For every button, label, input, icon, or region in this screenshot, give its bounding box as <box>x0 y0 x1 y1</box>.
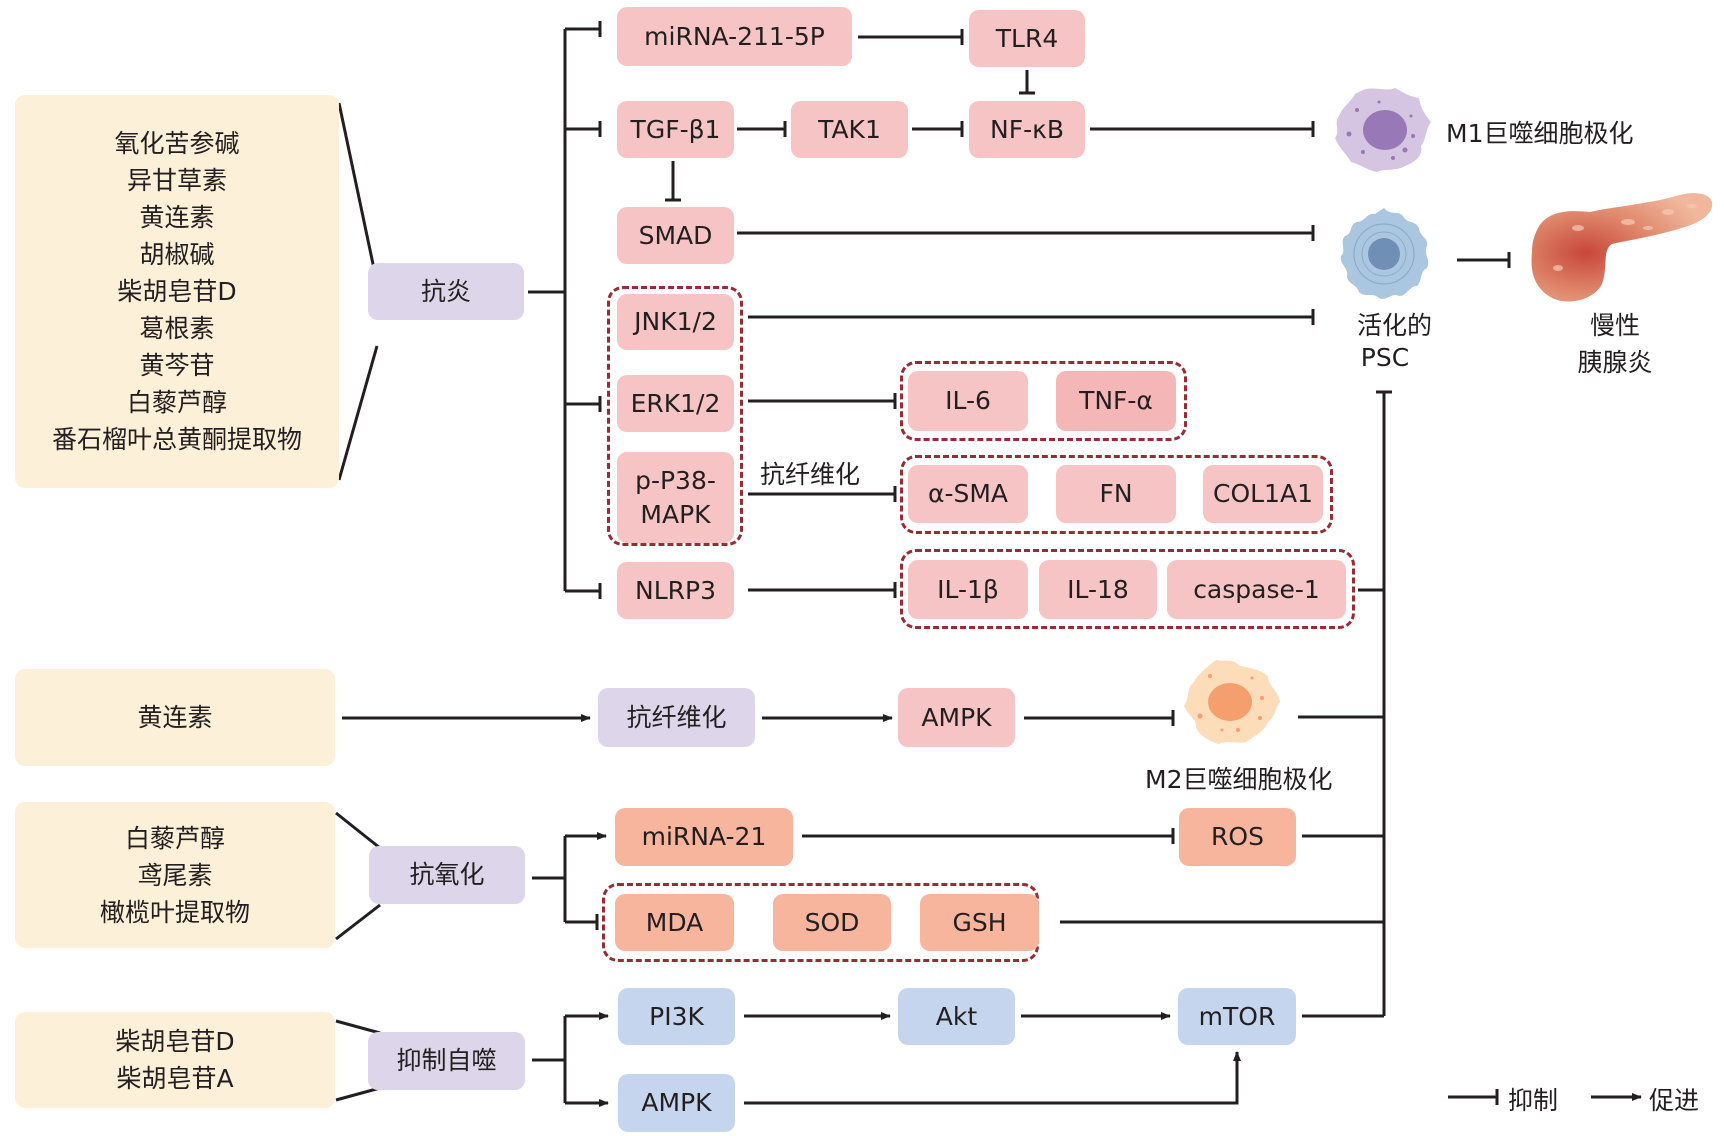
compound: 异甘草素 <box>126 166 227 195</box>
compound: 白藜芦醇 <box>124 823 225 853</box>
connector-source3-bottom <box>335 903 381 941</box>
node-p-p38-mapk: p-P38- MAPK <box>617 452 734 543</box>
compound: 白藜芦醇 <box>126 388 227 417</box>
source-box-anti-fibrosis: 黄连素 <box>15 669 335 766</box>
node-erk: ERK1/2 <box>617 375 734 432</box>
effect-anti-fibrosis: 抗纤维化 <box>598 688 755 747</box>
node-il-1b: IL-1β <box>908 560 1028 619</box>
compound: 氧化苦参碱 <box>114 129 240 158</box>
node-mda: MDA <box>615 894 734 951</box>
label-chronic: 慢性 <box>1589 311 1640 340</box>
node-tgf-b1: TGF-β1 <box>617 101 734 158</box>
label-pancreatitis: 胰腺炎 <box>1577 348 1653 377</box>
node-gsh: GSH <box>920 894 1039 951</box>
node-col1a1: COL1A1 <box>1203 465 1323 523</box>
node-ampk-autophagy: AMPK <box>618 1074 735 1132</box>
legend-inhibit-label: 抑制 <box>1508 1086 1559 1115</box>
compound: 鸢尾素 <box>137 860 213 890</box>
node-pi3k: PI3K <box>618 988 735 1045</box>
node-tak1: TAK1 <box>791 101 908 158</box>
connector-source3-top <box>335 811 381 850</box>
group-inflammasome <box>900 549 1355 629</box>
group-cytokines <box>900 361 1187 441</box>
compound: 柴胡皂苷A <box>116 1064 234 1093</box>
node-mirna-21: miRNA-21 <box>615 808 793 866</box>
node-caspase-1: caspase-1 <box>1167 560 1346 619</box>
connector-source4-bottom <box>335 1086 381 1102</box>
node-ampk-fibrosis: AMPK <box>898 688 1015 747</box>
node-smad: SMAD <box>617 207 734 264</box>
node-mtor: mTOR <box>1178 988 1296 1045</box>
label-antifibrosis-edge: 抗纤维化 <box>760 460 861 489</box>
compound: 黄连素 <box>139 203 215 232</box>
label-m1-polarization: M1巨噬细胞极化 <box>1446 119 1634 148</box>
label-psc: PSC <box>1360 343 1410 372</box>
connector-source4-top <box>335 1019 381 1035</box>
legend-promote-label: 促进 <box>1649 1086 1700 1115</box>
group-fibrosis-markers <box>900 455 1333 534</box>
node-mirna-211-5p: miRNA-211-5P <box>617 7 852 66</box>
node-tnf-a: TNF-α <box>1056 371 1176 431</box>
compound: 柴胡皂苷D <box>115 1027 235 1056</box>
node-akt: Akt <box>898 988 1015 1045</box>
compound: 番石榴叶总黄酮提取物 <box>51 425 302 454</box>
node-a-sma: α-SMA <box>908 465 1028 523</box>
label-activated: 活化的 <box>1357 311 1433 340</box>
node-ros: ROS <box>1179 808 1296 866</box>
source-box-autophagy: 柴胡皂苷D 柴胡皂苷A <box>15 1012 335 1108</box>
compound: 胡椒碱 <box>139 240 215 269</box>
label-m2-polarization: M2巨噬细胞极化 <box>1145 765 1333 794</box>
node-sod: SOD <box>773 894 891 951</box>
compound: 橄榄叶提取物 <box>99 897 250 927</box>
source-box-anti-inflammatory: 氧化苦参碱 异甘草素 黄连素 胡椒碱 柴胡皂苷D 葛根素 黄芩苷 白藜芦醇 番石… <box>15 95 339 488</box>
group-mapk <box>607 286 743 546</box>
effect-anti-inflammatory: 抗炎 <box>368 263 524 320</box>
connector-source1-bottom <box>337 345 379 481</box>
stellate-cell-icon <box>1340 208 1429 299</box>
node-tlr4: TLR4 <box>969 10 1085 67</box>
edge-ampk-mtor <box>744 1051 1241 1105</box>
node-fn: FN <box>1056 465 1176 523</box>
m2-macrophage-icon <box>1184 660 1280 744</box>
compound: 黄连素 <box>137 703 213 732</box>
connector-source1-top <box>337 102 379 284</box>
node-nf-kb: NF-κB <box>969 101 1085 158</box>
node-il-18: IL-18 <box>1039 560 1157 619</box>
compound: 柴胡皂苷D <box>117 277 237 306</box>
compound: 葛根素 <box>139 314 215 343</box>
compound: 黄芩苷 <box>139 351 215 380</box>
effect-autophagy-inhibition: 抑制自噬 <box>368 1032 525 1090</box>
source-box-antioxidant: 白藜芦醇 鸢尾素 橄榄叶提取物 <box>15 802 335 948</box>
pancreas-icon <box>1531 193 1713 302</box>
node-nlrp3: NLRP3 <box>617 562 734 619</box>
effect-antioxidant: 抗氧化 <box>369 846 525 904</box>
node-il-6: IL-6 <box>908 371 1028 431</box>
m1-macrophage-icon <box>1335 88 1431 172</box>
node-jnk: JNK1/2 <box>617 294 734 350</box>
